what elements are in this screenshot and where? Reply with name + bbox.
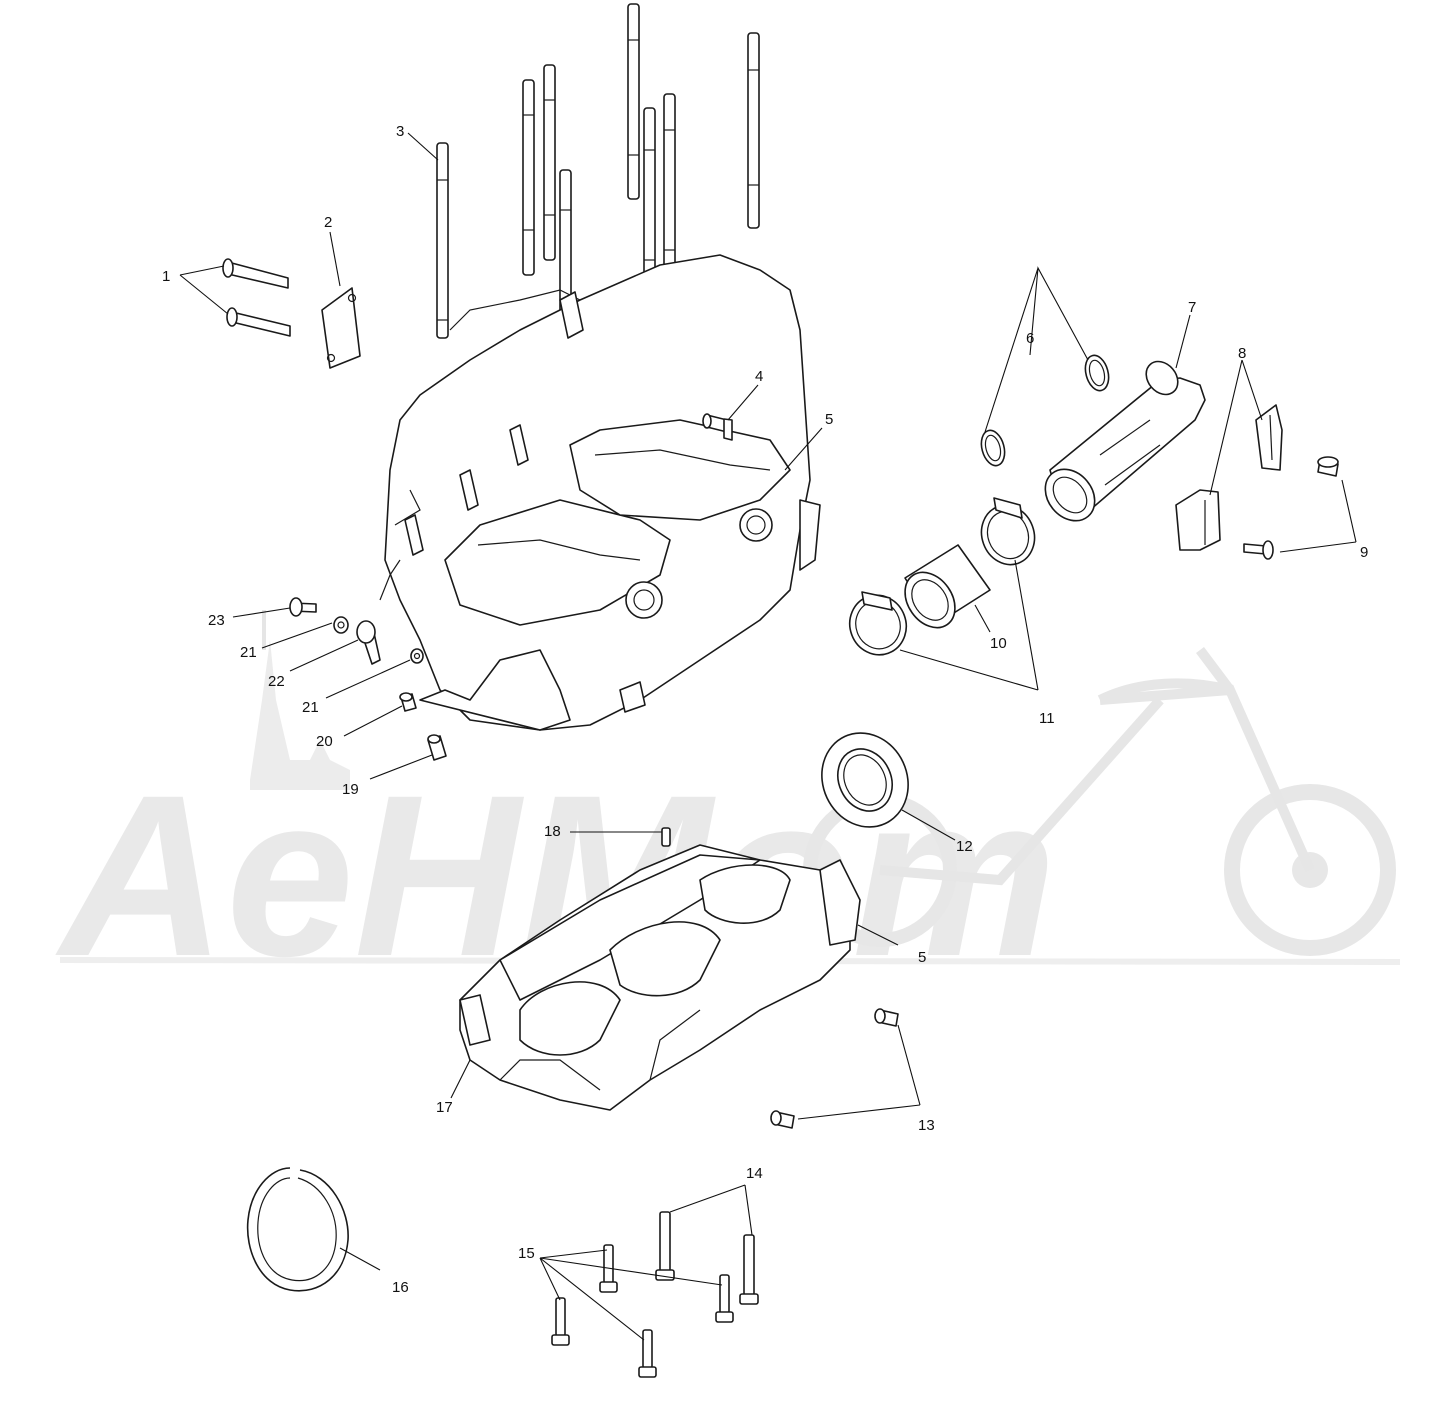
callout-10: 10: [990, 635, 1007, 652]
callout-8: 8: [1238, 345, 1247, 362]
callout-6: 6: [1026, 330, 1035, 347]
callout-11: 11: [1039, 710, 1055, 727]
callout-1: 1: [162, 268, 171, 285]
transfer-pipe: [1044, 360, 1206, 522]
bracket-screws: [1243, 456, 1339, 560]
callout-13: 13: [918, 1117, 935, 1134]
callout-22: 22: [268, 673, 285, 690]
callout-15: 15: [518, 1245, 535, 1262]
callout-9: 9: [1360, 544, 1369, 561]
cover-bolts: [222, 258, 291, 337]
callout-17: 17: [436, 1099, 453, 1116]
cylinder-stud-set: [436, 3, 760, 366]
crankcase-bolts: [551, 1211, 759, 1378]
callout-16: 16: [392, 1279, 409, 1296]
callout-7: 7: [1188, 299, 1197, 316]
callout-12: 12: [956, 838, 973, 855]
callout-21-top: 21: [240, 644, 257, 661]
cover-plate: [321, 287, 361, 369]
lower-crankcase: [459, 827, 861, 1111]
coupling-hose: [904, 544, 991, 629]
watermark-skyline-icon: [250, 610, 350, 790]
callout-4: 4: [755, 368, 764, 385]
crankshaft-seal: [821, 732, 909, 828]
leader-lines: [179, 132, 1357, 1341]
plug-pin: [702, 413, 733, 441]
o-rings: [980, 354, 1110, 467]
small-fittings: [289, 597, 447, 761]
callout-23: 23: [208, 612, 225, 629]
callout-18: 18: [544, 823, 561, 840]
callout-19: 19: [342, 781, 359, 798]
callout-5-upper: 5: [825, 411, 834, 428]
callout-21-bottom: 21: [302, 699, 319, 716]
oil-plugs: [770, 1008, 899, 1129]
snap-ring: [246, 1167, 349, 1292]
brackets: [1175, 404, 1283, 551]
callout-5-lower: 5: [918, 949, 927, 966]
callout-3: 3: [396, 123, 405, 140]
callout-2: 2: [324, 214, 333, 231]
callout-14: 14: [746, 1165, 763, 1182]
upper-crankcase: [379, 254, 821, 731]
callout-20: 20: [316, 733, 333, 750]
hose-clamps: [848, 497, 1036, 656]
